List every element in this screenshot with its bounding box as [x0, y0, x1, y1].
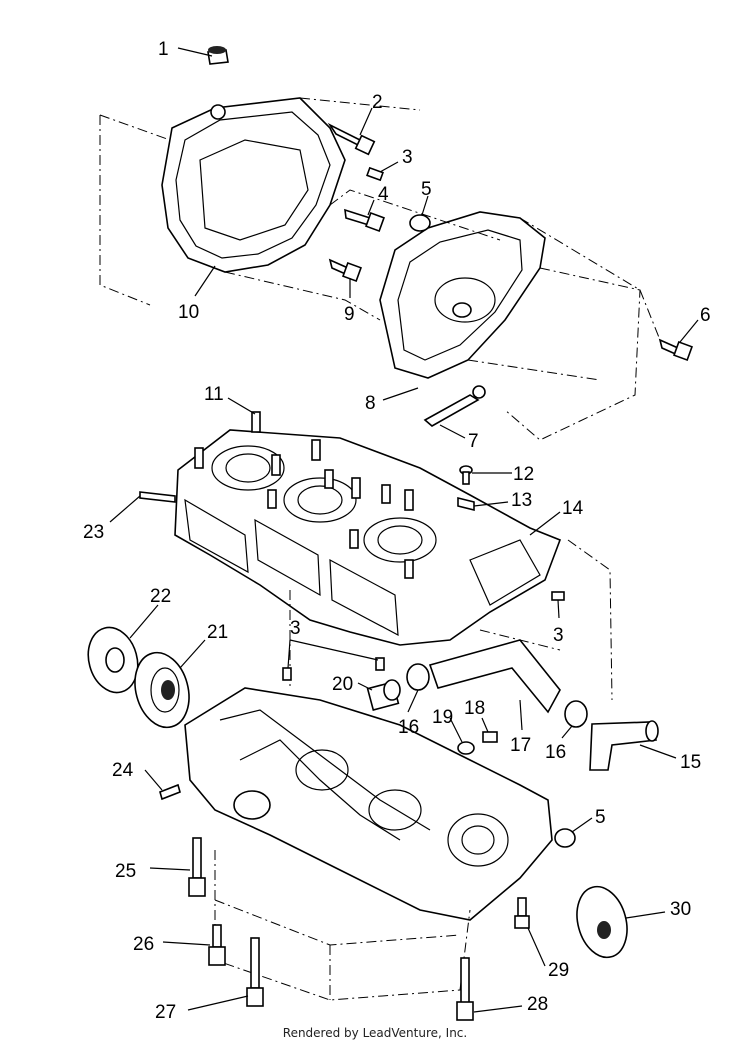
bolt-27: [246, 937, 264, 1007]
callout-22: 22: [150, 586, 171, 607]
callout-17: 17: [510, 735, 531, 756]
callout-labels: 1 2 3 4 5 6 7 8 9 10 11 12 13 14 23 22 2…: [83, 39, 711, 1023]
callout-30: 30: [670, 899, 691, 920]
callout-3: 3: [402, 147, 413, 168]
stud-24: [159, 783, 181, 801]
callout-20: 20: [332, 674, 353, 695]
dowel-pin-3-right: [551, 591, 565, 601]
bushing-5-lower: [554, 828, 576, 848]
callout-27: 27: [155, 1002, 176, 1023]
studs-11: [194, 411, 414, 579]
render-credit: Rendered by LeadVenture, Inc.: [282, 1026, 468, 1040]
clamp-16-left: [406, 663, 430, 691]
cap-plug: [207, 46, 229, 65]
oil-seal-22: [87, 626, 139, 694]
callout-2: 2: [372, 92, 383, 113]
callout-3: 3: [553, 625, 564, 646]
stud-23: [139, 491, 176, 503]
screw-12: [459, 465, 473, 485]
housing-cover: [379, 211, 546, 379]
tee-fitting-15: [589, 720, 659, 771]
callout-8: 8: [365, 393, 376, 414]
bolt-26: [208, 924, 226, 966]
callout-5: 5: [595, 807, 606, 828]
callout-19: 19: [432, 707, 453, 728]
callout-4: 4: [378, 184, 389, 205]
flywheel-housing: [161, 97, 346, 273]
bolt-28: [456, 957, 474, 1021]
bushing-5-upper: [409, 214, 431, 232]
callout-24: 24: [112, 760, 134, 781]
oil-seal-21: [134, 651, 190, 729]
washer-19: [457, 741, 475, 755]
callout-29: 29: [548, 960, 569, 981]
clip-13: [457, 496, 475, 512]
callout-16: 16: [545, 742, 566, 763]
clamp-16-right: [564, 700, 588, 728]
strap-7: [423, 385, 486, 427]
callout-1: 1: [158, 39, 169, 60]
callout-26: 26: [133, 934, 154, 955]
callout-10: 10: [178, 302, 199, 323]
bolt-25: [188, 837, 206, 897]
callout-11: 11: [204, 384, 224, 405]
callout-3: 3: [290, 618, 301, 639]
bolt-29: [514, 897, 530, 929]
lower-crankcase: [184, 687, 553, 921]
callout-16: 16: [398, 717, 419, 738]
leader-lines: [109, 47, 699, 1013]
upper-crankcase: [174, 429, 562, 646]
callout-12: 12: [513, 464, 534, 485]
callout-18: 18: [464, 698, 485, 719]
bolt-2: [327, 122, 376, 156]
bolt-9: [328, 258, 362, 282]
callout-14: 14: [562, 498, 584, 519]
oil-seal-30: [576, 885, 628, 959]
hose-17: [428, 639, 561, 714]
callout-28: 28: [527, 994, 548, 1015]
callout-6: 6: [700, 305, 711, 326]
callout-7: 7: [468, 431, 479, 452]
bolt-4: [344, 208, 385, 232]
callout-9: 9: [344, 304, 355, 325]
screw-18: [482, 731, 498, 743]
dowel-pin-3-left: [282, 657, 385, 681]
callout-13: 13: [511, 490, 532, 511]
bolt-6: [658, 338, 693, 361]
callout-25: 25: [115, 861, 136, 882]
callout-21: 21: [207, 622, 228, 643]
callout-5: 5: [421, 179, 432, 200]
dowel-pin-3-upper: [366, 166, 384, 182]
callout-15: 15: [680, 752, 701, 773]
callout-23: 23: [83, 522, 104, 543]
fitting-20: [366, 679, 401, 711]
